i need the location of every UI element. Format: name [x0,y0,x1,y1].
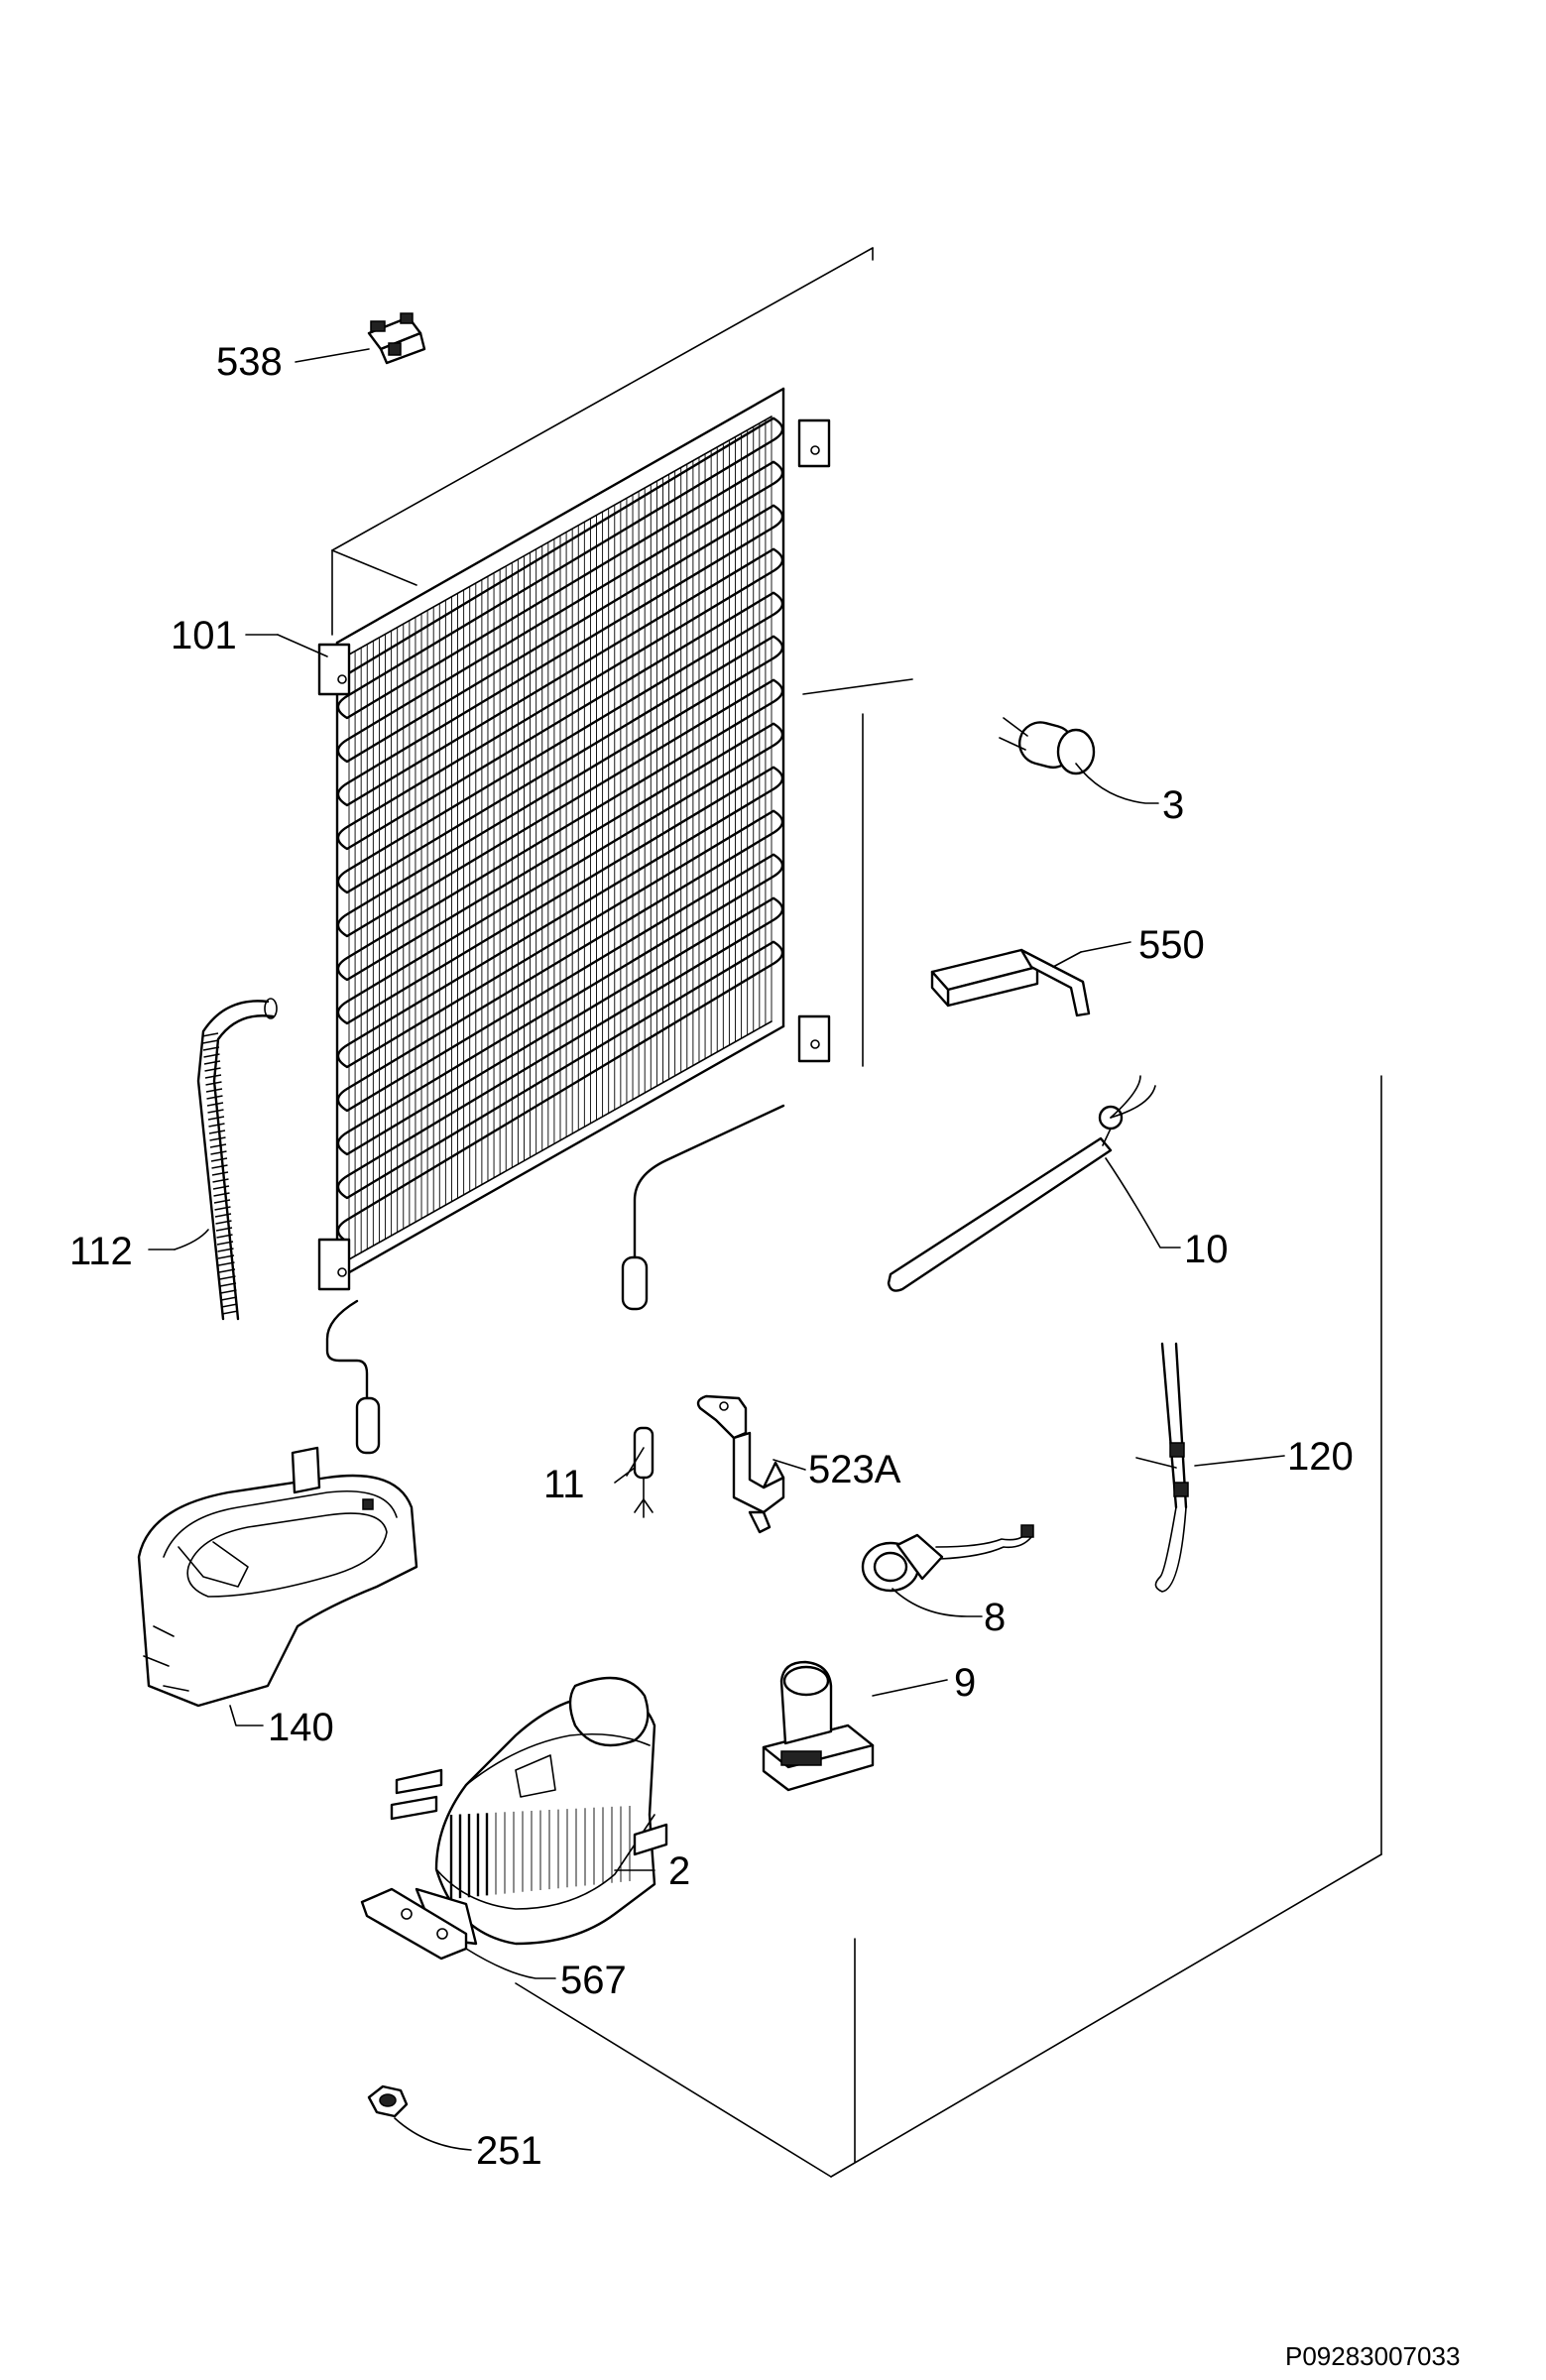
drain-hose-rib [217,1254,235,1259]
callout-3: 3 [1162,783,1184,827]
drain-hose-rib [210,1157,228,1162]
condenser-wire-hatch [348,416,773,1259]
drain-hose-rib [207,1109,224,1114]
condenser [317,387,831,1455]
drain-hose-rib [217,1248,234,1252]
drain-hose-rib [216,1234,233,1239]
callout-labels: 538 101 3 550 112 10 120 523A 11 8 140 9… [69,340,1460,2371]
drain-hose-rib [207,1116,225,1121]
callout-538: 538 [216,340,283,384]
drain-hose-rib [205,1088,223,1093]
callout-120: 120 [1287,1435,1354,1479]
document-id: P09283007033 [1285,2341,1460,2371]
condenser-pipe-end-left [355,1396,381,1455]
callout-11: 11 [543,1463,585,1506]
callout-112: 112 [69,1230,133,1273]
condenser-bracket-top-left [317,643,351,696]
drain-hose-rib [215,1220,232,1225]
drain-hose-rib [212,1185,230,1190]
condenser-bracket-top-right [797,418,831,468]
drain-hose-rib [201,1032,219,1037]
relay-11 [626,1426,654,1518]
drain-hose-rib [212,1178,229,1183]
clip-538 [367,312,426,365]
drain-hose-rib [221,1303,238,1308]
drain-hose-rib [202,1039,219,1044]
callout-2: 2 [668,1849,690,1893]
drain-hose-112 [196,998,278,1321]
lamp-holder-8 [861,1524,1034,1593]
drain-hose-rib [203,1053,220,1058]
drain-hose-rib [219,1275,236,1280]
drain-hose-rib [208,1123,225,1128]
drain-hose-rib [210,1150,227,1155]
callout-9: 9 [954,1661,976,1705]
drain-hose-rib [221,1310,239,1315]
cabinet-outline [331,247,1382,2178]
condenser-pipe-end-center [621,1255,649,1311]
holder-523a [696,1394,785,1534]
drain-hose-rib [219,1282,237,1287]
drain-hose-rib [214,1206,231,1211]
drain-hose-rib [203,1060,221,1065]
drain-hose-rib [213,1192,230,1197]
drain-hose-rib [211,1164,228,1169]
drain-hose-rib [209,1136,226,1141]
drain-hose-rib [220,1289,237,1294]
drain-hose-rib [215,1227,233,1232]
condenser-serpentine-tube [336,416,784,1244]
drain-hose-rib [220,1296,238,1301]
leader-lines [148,348,1285,2151]
drain-hose-rib [204,1067,221,1072]
drain-hose-rib [213,1199,231,1204]
drain-hose-rib [205,1081,222,1086]
callout-567: 567 [560,1959,627,2002]
drain-hose-rib [218,1268,236,1273]
drain-hose-rib [208,1130,226,1134]
drain-hose-rib [218,1261,235,1266]
nut-251 [367,2084,409,2118]
condenser-bracket-bottom-right [797,1014,831,1063]
callout-140: 140 [268,1706,334,1749]
drain-hose-rib [209,1143,227,1148]
callout-251: 251 [476,2129,542,2173]
bracket-550 [930,948,1091,1017]
wire-harness-120 [1135,1342,1189,1593]
callout-10: 10 [1184,1228,1229,1271]
callout-101: 101 [171,614,237,657]
drain-hose-ribs [201,1032,239,1315]
sensor-tube-10 [887,1075,1156,1292]
drain-hose-rib [211,1171,229,1176]
drip-tray-140 [137,1446,418,1708]
drain-hose-rib [202,1046,220,1051]
drain-hose-rib [204,1074,222,1079]
callout-8: 8 [984,1596,1006,1639]
drain-hose-rib [206,1102,224,1107]
compressor-shading [449,1806,631,1899]
stand-9 [762,1660,875,1792]
drain-hose-rib [206,1095,223,1100]
capacitor-3 [999,717,1096,775]
compressor-2 [390,1676,668,1946]
callout-523a: 523A [808,1448,901,1491]
drain-hose-rib [214,1213,232,1218]
callout-550: 550 [1138,923,1205,967]
condenser-bracket-bottom-left [317,1238,351,1291]
drain-hose-rib [216,1241,234,1246]
